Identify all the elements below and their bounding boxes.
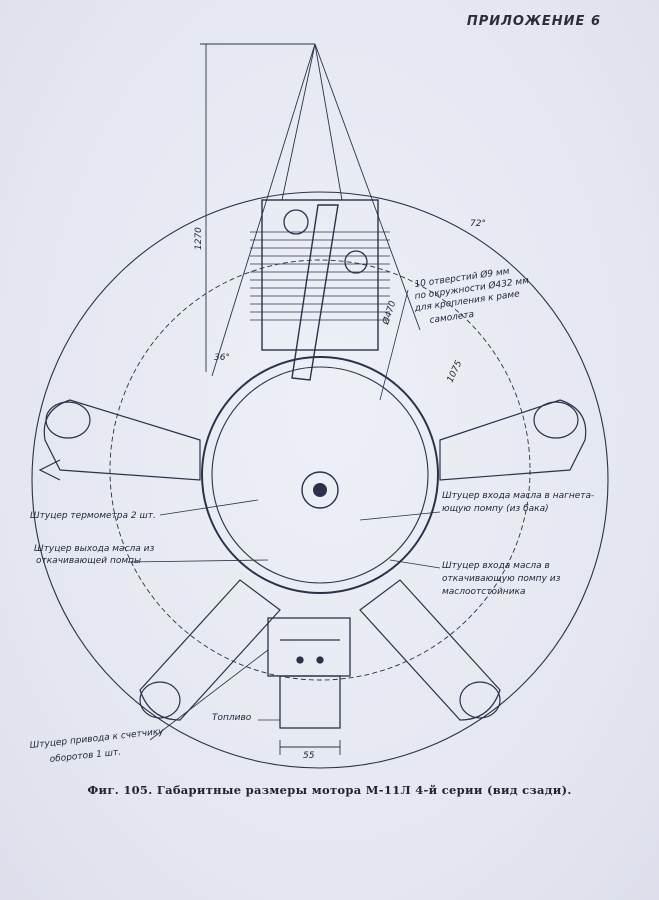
label-oil-inlet-scavenge-line2: откачивающую помпу из (442, 574, 561, 584)
cylinder-right (439, 399, 587, 481)
label-tacho-line2: оборотов 1 шт. (49, 748, 121, 765)
label-tacho: Штуцер привода к счетчику оборотов 1 шт. (29, 727, 165, 765)
label-oil-inlet-pressure-line2: ющую помпу (из бака) (442, 504, 549, 514)
label-tacho-line1: Штуцер привода к счетчику (29, 727, 165, 751)
appendix-header: ПРИЛОЖЕНИЕ 6 (466, 14, 601, 29)
dim-72: 72° (470, 219, 486, 229)
dim-1270: 1270 (194, 227, 204, 250)
dim-55: 55 (303, 751, 315, 761)
cylinder-lower-right (359, 579, 501, 721)
label-oil-outlet: Штуцер выхода масла из откачивающей помп… (34, 544, 155, 566)
label-oil-inlet-scavenge-line3: маслоотстойника (442, 587, 526, 597)
label-oil-outlet-line2: откачивающей помпы (36, 556, 141, 566)
dim-36: 36° (214, 353, 230, 363)
envelope-circle (31, 191, 609, 769)
dim-1075: 1075 (446, 359, 465, 384)
mounting-circle (109, 259, 531, 681)
height-dimension (200, 43, 315, 372)
figure-caption: Фиг. 105. Габаритные размеры мотора М-11… (87, 783, 572, 797)
width-dimension (279, 740, 341, 755)
label-oil-inlet-scavenge: Штуцер входа масла в откачивающую помпу … (442, 561, 561, 597)
label-oil-inlet-scavenge-line1: Штуцер входа масла в (442, 561, 550, 571)
label-holes-line4: самолета (429, 310, 475, 326)
label-holes: 10 отверстий Ø9 мм по окружности Ø432 мм… (413, 266, 530, 326)
cylinder-left (38, 399, 201, 481)
cylinder-lower-left (139, 579, 281, 721)
hub-ring (301, 471, 339, 509)
cylinder-top (250, 199, 390, 381)
dim-470: Ø470 (380, 299, 398, 327)
hub-center (313, 483, 327, 497)
label-oil-outlet-line1: Штуцер выхода масла из (34, 544, 155, 554)
label-oil-inlet-pressure: Штуцер входа масла в нагнета- ющую помпу… (442, 491, 594, 514)
label-fuel: Топливо (212, 713, 252, 723)
label-oil-inlet-pressure-line1: Штуцер входа масла в нагнета- (442, 491, 594, 501)
label-thermometer: Штуцер термометра 2 шт. (30, 511, 156, 521)
crankcase-inner (211, 366, 429, 584)
crankcase-outline (201, 356, 439, 594)
accessory-box (267, 617, 351, 729)
